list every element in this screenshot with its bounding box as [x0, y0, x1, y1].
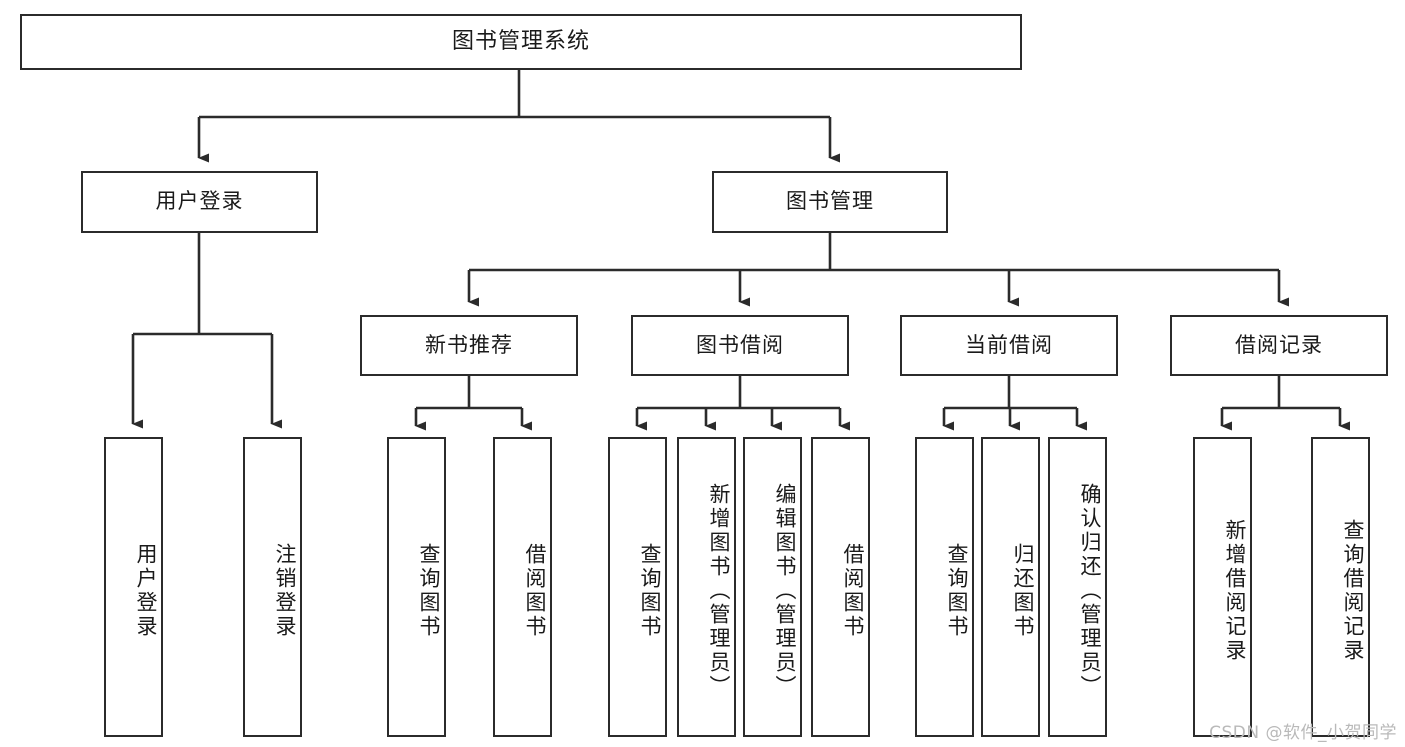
- node-new-book-recommend[interactable]: 新书推荐: [360, 315, 578, 376]
- node-label: 归还图书: [1011, 543, 1035, 639]
- leaf-user-login-login[interactable]: 用户登录: [104, 437, 163, 737]
- node-label: 借阅图书: [523, 543, 547, 639]
- node-label: 查询图书: [945, 543, 969, 639]
- node-label: 查询借阅记录: [1341, 519, 1365, 663]
- leaf-user-login-logout[interactable]: 注销登录: [243, 437, 302, 737]
- node-label: 借阅记录: [1235, 332, 1323, 357]
- node-label: 注销登录: [273, 543, 297, 639]
- node-label: 新增借阅记录: [1223, 519, 1247, 663]
- leaf-book-borrow-query[interactable]: 查询图书: [608, 437, 667, 737]
- leaf-book-borrow-borrow[interactable]: 借阅图书: [811, 437, 870, 737]
- leaf-current-borrow-return[interactable]: 归还图书: [981, 437, 1040, 737]
- node-borrow-record[interactable]: 借阅记录: [1170, 315, 1388, 376]
- leaf-current-borrow-query[interactable]: 查询图书: [915, 437, 974, 737]
- node-label: 用户登录: [155, 189, 244, 214]
- leaf-borrow-record-add[interactable]: 新增借阅记录: [1193, 437, 1252, 737]
- node-root-system[interactable]: 图书管理系统: [20, 14, 1022, 70]
- node-label: 新增图书（管理员）: [707, 483, 731, 699]
- node-label: 编辑图书（管理员）: [773, 483, 797, 699]
- node-book-management[interactable]: 图书管理: [712, 171, 948, 233]
- node-label: 图书管理: [786, 189, 874, 214]
- node-book-borrow[interactable]: 图书借阅: [631, 315, 849, 376]
- node-label: 当前借阅: [965, 332, 1053, 357]
- leaf-book-borrow-add[interactable]: 新增图书（管理员）: [677, 437, 736, 737]
- leaf-new-book-borrow[interactable]: 借阅图书: [493, 437, 552, 737]
- node-label: 用户登录: [134, 543, 158, 639]
- node-label: 图书借阅: [696, 332, 784, 357]
- node-user-login[interactable]: 用户登录: [81, 171, 318, 233]
- watermark: CSDN @软件_小贺同学: [1209, 723, 1397, 743]
- node-current-borrow[interactable]: 当前借阅: [900, 315, 1118, 376]
- leaf-borrow-record-query[interactable]: 查询借阅记录: [1311, 437, 1370, 737]
- node-label: 确认归还（管理员）: [1078, 483, 1102, 699]
- node-label: 新书推荐: [425, 332, 513, 357]
- leaf-book-borrow-edit[interactable]: 编辑图书（管理员）: [743, 437, 802, 737]
- leaf-current-borrow-confirm-return[interactable]: 确认归还（管理员）: [1048, 437, 1107, 737]
- node-label: 查询图书: [417, 543, 441, 639]
- leaf-new-book-query[interactable]: 查询图书: [387, 437, 446, 737]
- node-label: 查询图书: [638, 543, 662, 639]
- node-label: 借阅图书: [841, 543, 865, 639]
- node-label: 图书管理系统: [451, 28, 590, 54]
